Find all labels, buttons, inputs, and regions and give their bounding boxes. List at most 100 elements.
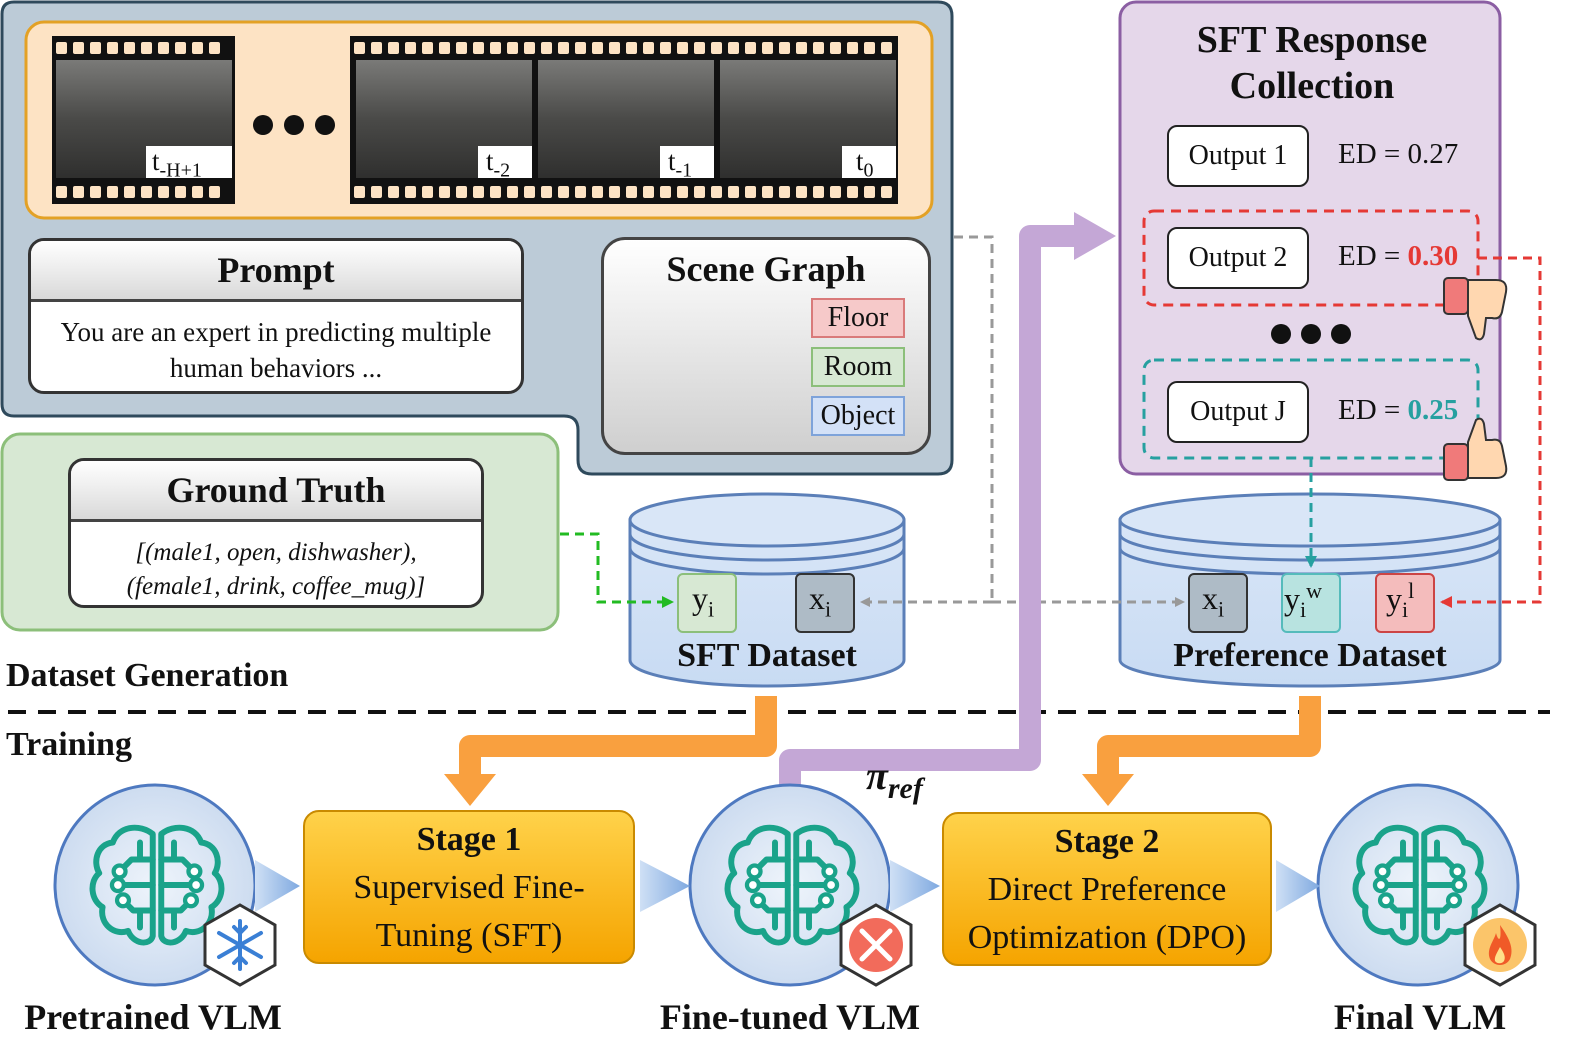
timestamp-label-4: t0	[856, 146, 874, 182]
sprocket-hole	[209, 186, 220, 198]
legend-floor: Floor	[811, 298, 905, 338]
sprocket-hole	[388, 186, 399, 198]
timestamp-label-2: t-2	[486, 146, 511, 182]
flame-icon	[1463, 903, 1537, 987]
sprocket-hole	[677, 42, 688, 54]
ellipsis-dots-film	[253, 115, 335, 135]
sprocket-hole	[762, 42, 773, 54]
ground-truth-card: Ground Truth [(male1, open, dishwasher),…	[68, 458, 484, 608]
sprocket-hole	[762, 186, 773, 198]
stage-1-box: Stage 1 Supervised Fine- Tuning (SFT)	[303, 810, 635, 964]
sprocket-hole	[490, 42, 501, 54]
sprocket-hole	[864, 42, 875, 54]
sprocket-hole	[90, 186, 101, 198]
sprocket-hole	[456, 42, 467, 54]
sprocket-hole	[192, 186, 203, 198]
prompt-title: Prompt	[31, 241, 521, 302]
sprocket-hole	[728, 42, 739, 54]
bad-output-to-yl-arrow	[1440, 256, 1542, 608]
panel-to-datasets-connector	[954, 235, 994, 602]
sprocket-hole	[813, 42, 824, 54]
output-j-box: Output J	[1167, 381, 1309, 443]
finetuned-to-response-arrow	[779, 212, 1116, 790]
timestamp-box-3	[660, 146, 714, 178]
sprocket-hole	[456, 186, 467, 198]
sprocket-hole	[422, 42, 433, 54]
sprocket-hole	[694, 186, 705, 198]
sprocket-hole	[422, 186, 433, 198]
sprocket-hole	[677, 186, 688, 198]
sprocket-hole	[660, 42, 671, 54]
preference-dataset-to-stage2-arrow	[1082, 696, 1321, 806]
sft-x-box	[795, 573, 855, 633]
sprocket-hole	[405, 42, 416, 54]
sprocket-hole	[711, 186, 722, 198]
sprocket-hole	[779, 186, 790, 198]
sprocket-hole	[354, 186, 365, 198]
sprocket-hole	[864, 186, 875, 198]
sprocket-hole	[175, 186, 186, 198]
sprocket-hole	[660, 186, 671, 198]
film-strip-left	[52, 36, 235, 204]
thumbs-down-icon	[1443, 277, 1508, 341]
preference-dataset-label: Preference Dataset	[1173, 637, 1447, 674]
finetuned-vlm-label: Fine-tuned VLM	[659, 997, 921, 1037]
sprocket-hole	[694, 42, 705, 54]
sprocket-hole	[439, 42, 450, 54]
pref-yl-box	[1375, 573, 1435, 633]
sprocket-hole	[158, 186, 169, 198]
pi-ref-label: πref	[866, 753, 923, 805]
pretrained-vlm-label: Pretrained VLM	[24, 997, 282, 1037]
timestamp-label-1: t-H+1	[152, 146, 202, 182]
ground-truth-title: Ground Truth	[71, 461, 481, 522]
sft-dataset-label: SFT Dataset	[677, 637, 857, 674]
output-1-box: Output 1	[1167, 125, 1309, 187]
stage-1-line-2: Tuning (SFT)	[375, 917, 563, 954]
sprocket-hole	[371, 42, 382, 54]
sprocket-hole	[779, 42, 790, 54]
sprocket-hole	[796, 186, 807, 198]
prompt-line-2: human behaviors ...	[169, 353, 383, 383]
sprocket-hole	[107, 186, 118, 198]
sft-dataset-to-stage1-arrow	[444, 696, 777, 806]
sprocket-hole	[643, 186, 654, 198]
timestamp-box-2	[478, 146, 532, 178]
sprocket-hole	[371, 186, 382, 198]
sprocket-hole	[592, 186, 603, 198]
flow-chevron-1	[255, 860, 300, 912]
sprocket-hole	[473, 42, 484, 54]
legend-room: Room	[811, 347, 905, 387]
sprocket-hole	[473, 186, 484, 198]
pref-yl-label: yil	[1386, 578, 1415, 623]
sprocket-hole	[592, 42, 603, 54]
sprocket-hole	[609, 186, 620, 198]
sft-x-label: xi	[809, 580, 832, 622]
stage-1-line-1: Supervised Fine-	[353, 869, 585, 906]
flow-chevron-2	[640, 860, 690, 912]
timestamp-box-4	[842, 146, 896, 178]
legend-object: Object	[811, 396, 905, 436]
final-vlm-label: Final VLM	[1333, 997, 1507, 1037]
sprocket-hole	[405, 186, 416, 198]
sprocket-hole	[711, 42, 722, 54]
sprocket-hole	[490, 186, 501, 198]
sprocket-hole	[541, 42, 552, 54]
sprocket-hole	[73, 42, 84, 54]
output-j-ed: ED = 0.25	[1338, 394, 1459, 426]
sprocket-hole	[158, 42, 169, 54]
sprocket-hole	[643, 42, 654, 54]
sprocket-hole	[354, 42, 365, 54]
sprocket-hole	[388, 42, 399, 54]
sprocket-hole	[524, 186, 535, 198]
sft-response-title-1: SFT Response	[1196, 19, 1428, 61]
sprocket-hole	[558, 186, 569, 198]
sft-y-label: yi	[692, 580, 715, 622]
sft-response-title-2: Collection	[1229, 65, 1395, 107]
sprocket-hole	[847, 42, 858, 54]
sprocket-hole	[626, 186, 637, 198]
sprocket-hole	[124, 42, 135, 54]
sprocket-hole	[56, 186, 67, 198]
output-2-ed: ED = 0.30	[1338, 240, 1459, 272]
snowflake-icon	[203, 903, 277, 987]
pref-x-box	[1188, 573, 1248, 633]
